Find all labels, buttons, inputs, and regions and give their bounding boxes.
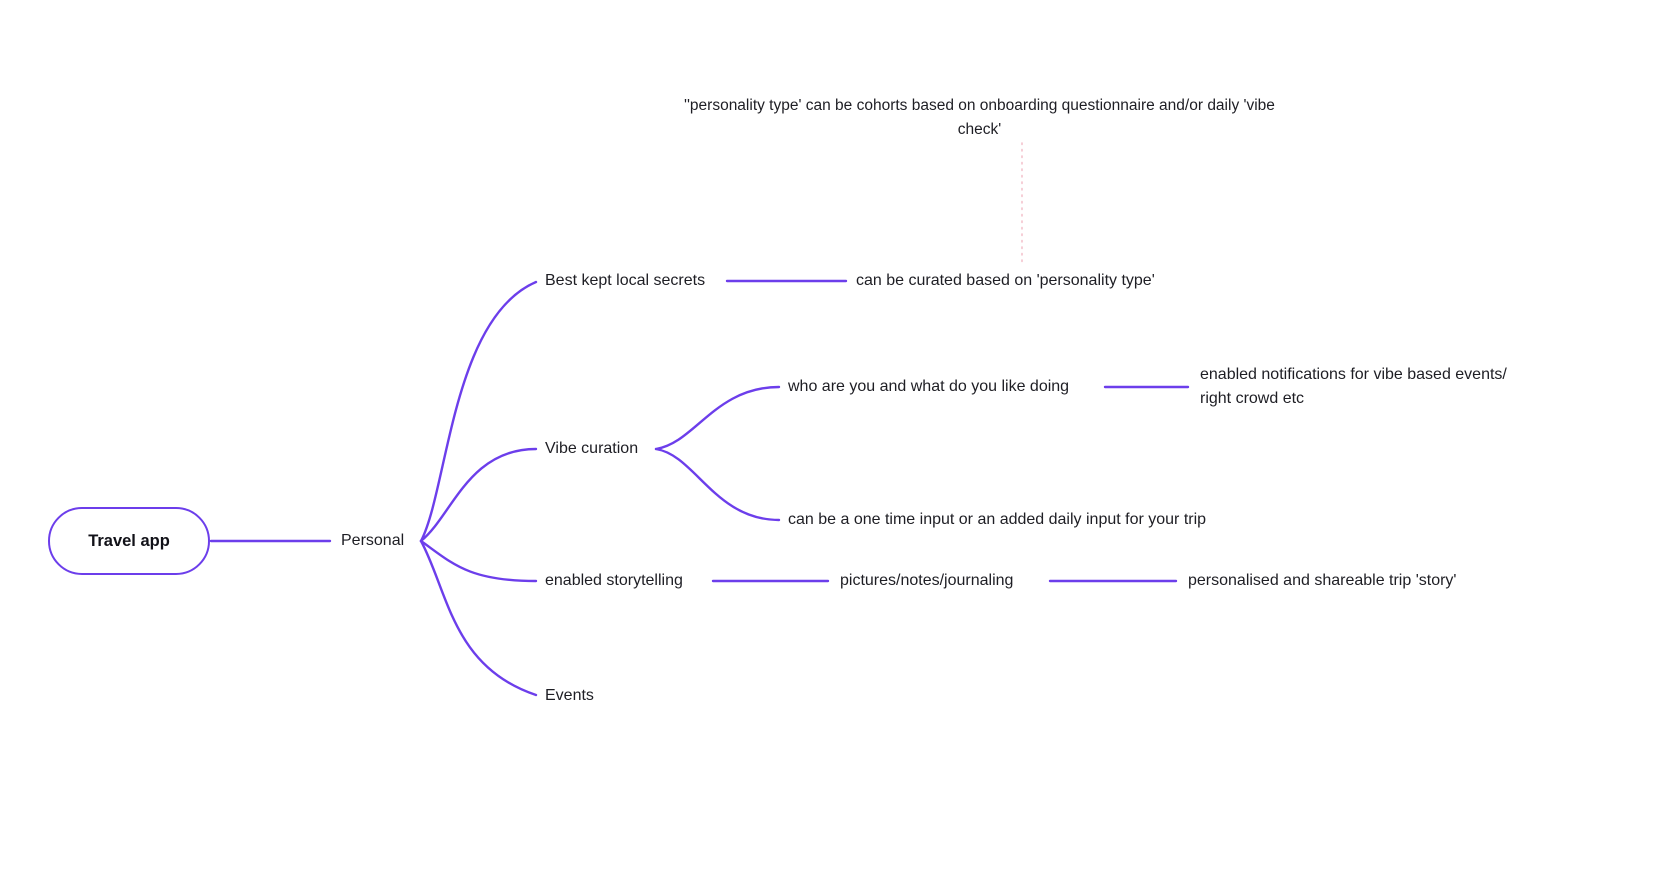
node-events[interactable]: Events <box>545 687 594 704</box>
node-vibe-curation[interactable]: Vibe curation <box>545 440 639 457</box>
comment-note[interactable]: ''personality type' can be cohorts based… <box>684 97 1275 138</box>
node-enabled-notifications[interactable]: enabled notifications for vibe based eve… <box>1200 366 1507 407</box>
edge-personal-best-secrets <box>419 280 538 543</box>
node-pictures-notes-journaling[interactable]: pictures/notes/journaling <box>840 572 1014 589</box>
edge-vibe-who-are-you <box>654 385 781 451</box>
node-curated-by-personality-type[interactable]: can be curated based on 'personality typ… <box>856 272 1155 289</box>
node-shareable-trip-story[interactable]: personalised and shareable trip 'story' <box>1188 572 1457 589</box>
edge-personal-storytelling <box>419 539 538 583</box>
node-personal[interactable]: Personal <box>341 532 405 549</box>
node-who-are-you[interactable]: who are you and what do you like doing <box>788 378 1070 395</box>
node-best-kept-local-secrets[interactable]: Best kept local secrets <box>545 272 706 289</box>
edge-vibe-one-time-input <box>654 447 781 522</box>
root-node-travel-app[interactable]: Travel app <box>48 507 210 575</box>
node-enabled-storytelling[interactable]: enabled storytelling <box>545 572 683 589</box>
node-one-time-input[interactable]: can be a one time input or an added dail… <box>788 511 1207 528</box>
edge-personal-vibe-curation <box>419 447 538 543</box>
edge-personal-events <box>419 539 538 697</box>
root-node-label: Travel app <box>88 531 170 550</box>
